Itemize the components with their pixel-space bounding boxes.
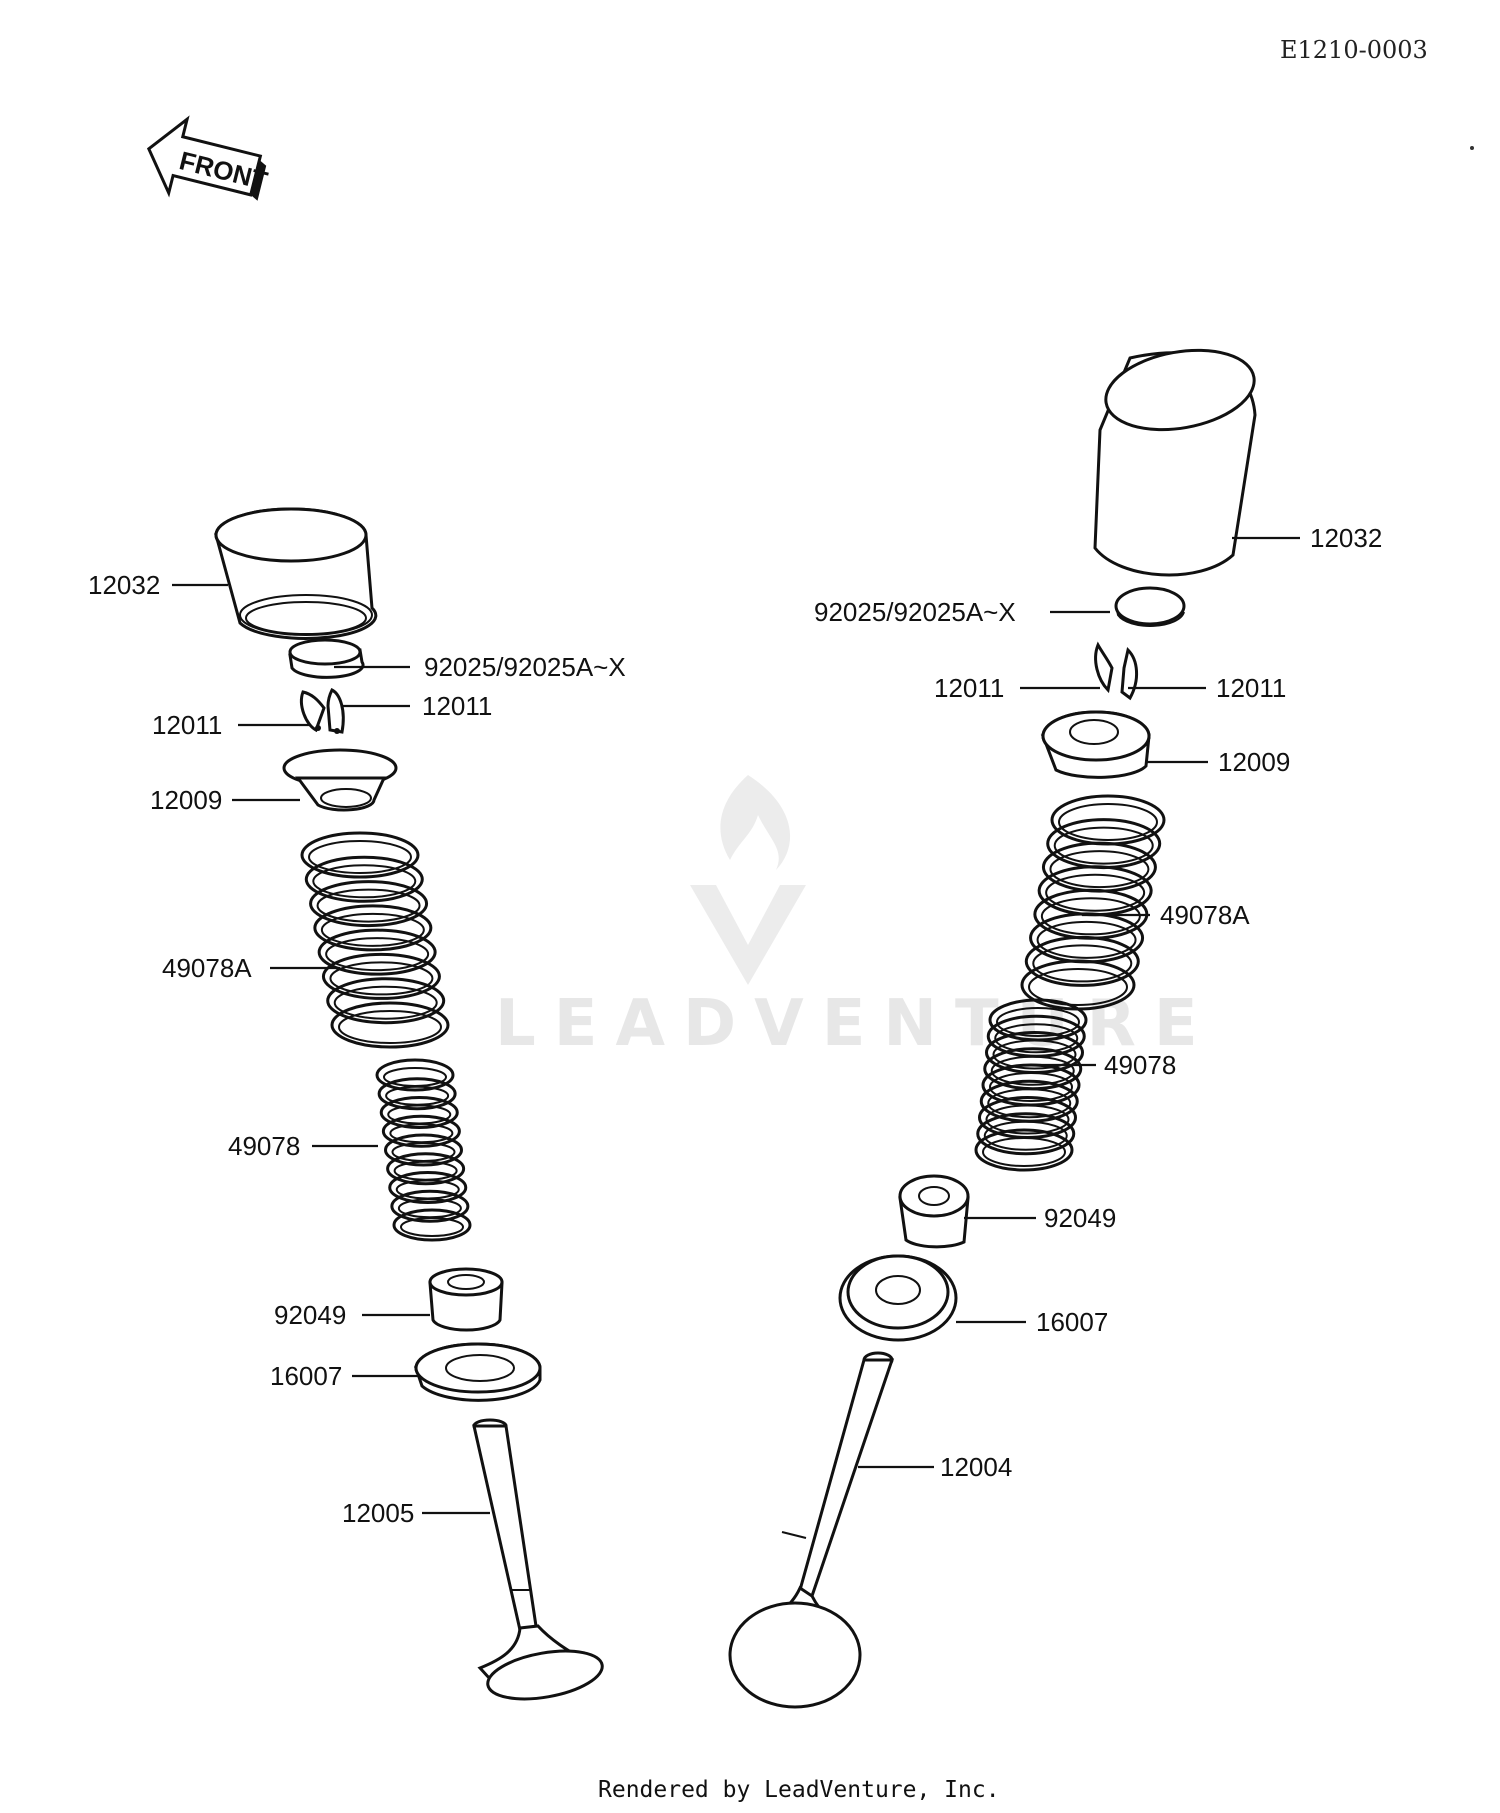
spring-coil-inner-edge bbox=[1036, 920, 1137, 959]
right-cotter-label-b: 12011 bbox=[1216, 673, 1286, 703]
left-cotters bbox=[300, 687, 345, 734]
right-outer-spring-label: 49078A bbox=[1160, 900, 1250, 930]
leader-lines bbox=[172, 536, 1300, 1515]
spring-coil-inner-edge bbox=[1028, 968, 1128, 1006]
spring-coil bbox=[309, 880, 429, 928]
left-shim bbox=[288, 638, 365, 679]
spring-coil-inner-edge bbox=[1040, 897, 1141, 936]
spring-coil bbox=[377, 1077, 457, 1111]
right-cotter-label-a: 12011 bbox=[934, 673, 1004, 703]
spring-coil-inner-edge bbox=[1058, 803, 1158, 841]
spring-coil-inner-edge bbox=[316, 888, 421, 923]
right-stem-seal-label: 92049 bbox=[1044, 1203, 1116, 1233]
spring-coil-inner-edge bbox=[985, 1104, 1070, 1135]
spring-coil bbox=[384, 1133, 463, 1167]
spring-coil-inner-edge bbox=[994, 1023, 1079, 1054]
left-cotter-label-b: 12011 bbox=[152, 710, 222, 740]
footer-credit: Rendered by LeadVenture, Inc. bbox=[598, 1777, 1000, 1803]
spring-coil-inner-edge bbox=[325, 937, 430, 972]
left-outer-spring bbox=[300, 831, 450, 1049]
spring-coil-inner-edge bbox=[308, 840, 412, 874]
spring-coil-inner-edge bbox=[400, 1217, 464, 1237]
left-valve-assembly bbox=[214, 507, 604, 1701]
spring-coil-inner-edge bbox=[992, 1039, 1077, 1070]
left-retainer-label: 12009 bbox=[150, 785, 222, 815]
right-retainer-label: 12009 bbox=[1218, 747, 1290, 777]
spring-coil-inner-edge bbox=[338, 1010, 442, 1044]
right-valve bbox=[728, 1351, 895, 1709]
spring-coil-inner-edge bbox=[1045, 873, 1146, 912]
left-shim-label: 92025/92025A~X bbox=[424, 652, 626, 682]
spring-coil bbox=[974, 1128, 1074, 1172]
left-cotter-label-a: 12011 bbox=[422, 691, 492, 721]
spring-coil-inner-edge bbox=[983, 1120, 1068, 1151]
spring-coil bbox=[321, 952, 441, 1000]
right-spring-seat-label: 16007 bbox=[1036, 1307, 1108, 1337]
document-code: E1210-0003 bbox=[1280, 36, 1428, 64]
spring-coil bbox=[304, 855, 424, 903]
left-part-labels: 12032 92025/92025A~X 12011 12011 12009 4… bbox=[88, 570, 626, 1528]
right-spring-seat bbox=[838, 1254, 958, 1342]
scan-dot bbox=[1470, 146, 1474, 150]
left-tappet bbox=[214, 507, 378, 640]
left-spring-seat-label: 16007 bbox=[270, 1361, 342, 1391]
right-retainer bbox=[1040, 710, 1151, 779]
left-outer-spring-label: 49078A bbox=[162, 953, 252, 983]
right-shim bbox=[1114, 586, 1186, 627]
spring-coil bbox=[330, 1001, 450, 1049]
left-retainer bbox=[282, 748, 398, 812]
spring-coil bbox=[317, 928, 437, 976]
spring-coil-inner-edge bbox=[987, 1088, 1072, 1119]
right-part-labels: 12032 92025/92025A~X 12011 12011 12009 4… bbox=[814, 523, 1382, 1482]
right-valve-label: 12004 bbox=[940, 1452, 1012, 1482]
right-inner-spring bbox=[974, 998, 1088, 1172]
left-valve bbox=[472, 1418, 604, 1701]
right-stem-seal bbox=[898, 1174, 970, 1249]
spring-coil bbox=[313, 904, 433, 952]
spring-coil bbox=[390, 1189, 470, 1223]
front-arrow: FRONT bbox=[146, 115, 271, 201]
left-tappet-label: 12032 bbox=[88, 570, 160, 600]
spring-coil bbox=[379, 1096, 459, 1129]
right-tappet bbox=[1093, 348, 1257, 577]
spring-coil-inner-edge bbox=[312, 864, 417, 899]
right-outer-spring bbox=[1020, 794, 1166, 1011]
left-valve-label: 12005 bbox=[342, 1498, 414, 1528]
left-inner-spring bbox=[375, 1058, 472, 1242]
spring-coil-inner-edge bbox=[320, 912, 425, 947]
spring-coil bbox=[1024, 935, 1140, 987]
spring-coil-inner-edge bbox=[996, 1007, 1080, 1037]
left-stem-seal-label: 92049 bbox=[274, 1300, 346, 1330]
spring-coil-inner-edge bbox=[982, 1137, 1066, 1167]
spring-coil-inner-edge bbox=[1053, 826, 1154, 865]
left-spring-seat bbox=[413, 1342, 542, 1402]
watermark-v-icon bbox=[690, 885, 806, 985]
right-tappet-label: 12032 bbox=[1310, 523, 1382, 553]
right-inner-spring-label: 49078 bbox=[1104, 1050, 1176, 1080]
spring-coil bbox=[381, 1114, 461, 1148]
spring-coil bbox=[386, 1152, 466, 1186]
spring-coil-inner-edge bbox=[990, 1055, 1075, 1086]
right-cotters bbox=[1094, 641, 1138, 701]
right-valve-assembly bbox=[728, 348, 1257, 1709]
watermark: LEADVENTURE bbox=[495, 775, 1198, 1061]
spring-coil bbox=[388, 1171, 468, 1204]
spring-coil bbox=[976, 1112, 1076, 1156]
spring-coil-inner-edge bbox=[333, 985, 438, 1020]
right-shim-label: 92025/92025A~X bbox=[814, 597, 1016, 627]
left-stem-seal bbox=[428, 1267, 504, 1332]
spring-coil bbox=[375, 1058, 455, 1092]
spring-coil-inner-edge bbox=[1032, 944, 1133, 983]
spring-coil-inner-edge bbox=[329, 961, 434, 996]
left-inner-spring-label: 49078 bbox=[228, 1131, 300, 1161]
spring-coil bbox=[392, 1208, 472, 1242]
spring-coil bbox=[300, 831, 420, 879]
spring-coil-inner-edge bbox=[1049, 850, 1150, 889]
spring-coil bbox=[326, 977, 446, 1025]
spring-coil-inner-edge bbox=[989, 1072, 1073, 1102]
watermark-flame-icon bbox=[720, 775, 791, 870]
